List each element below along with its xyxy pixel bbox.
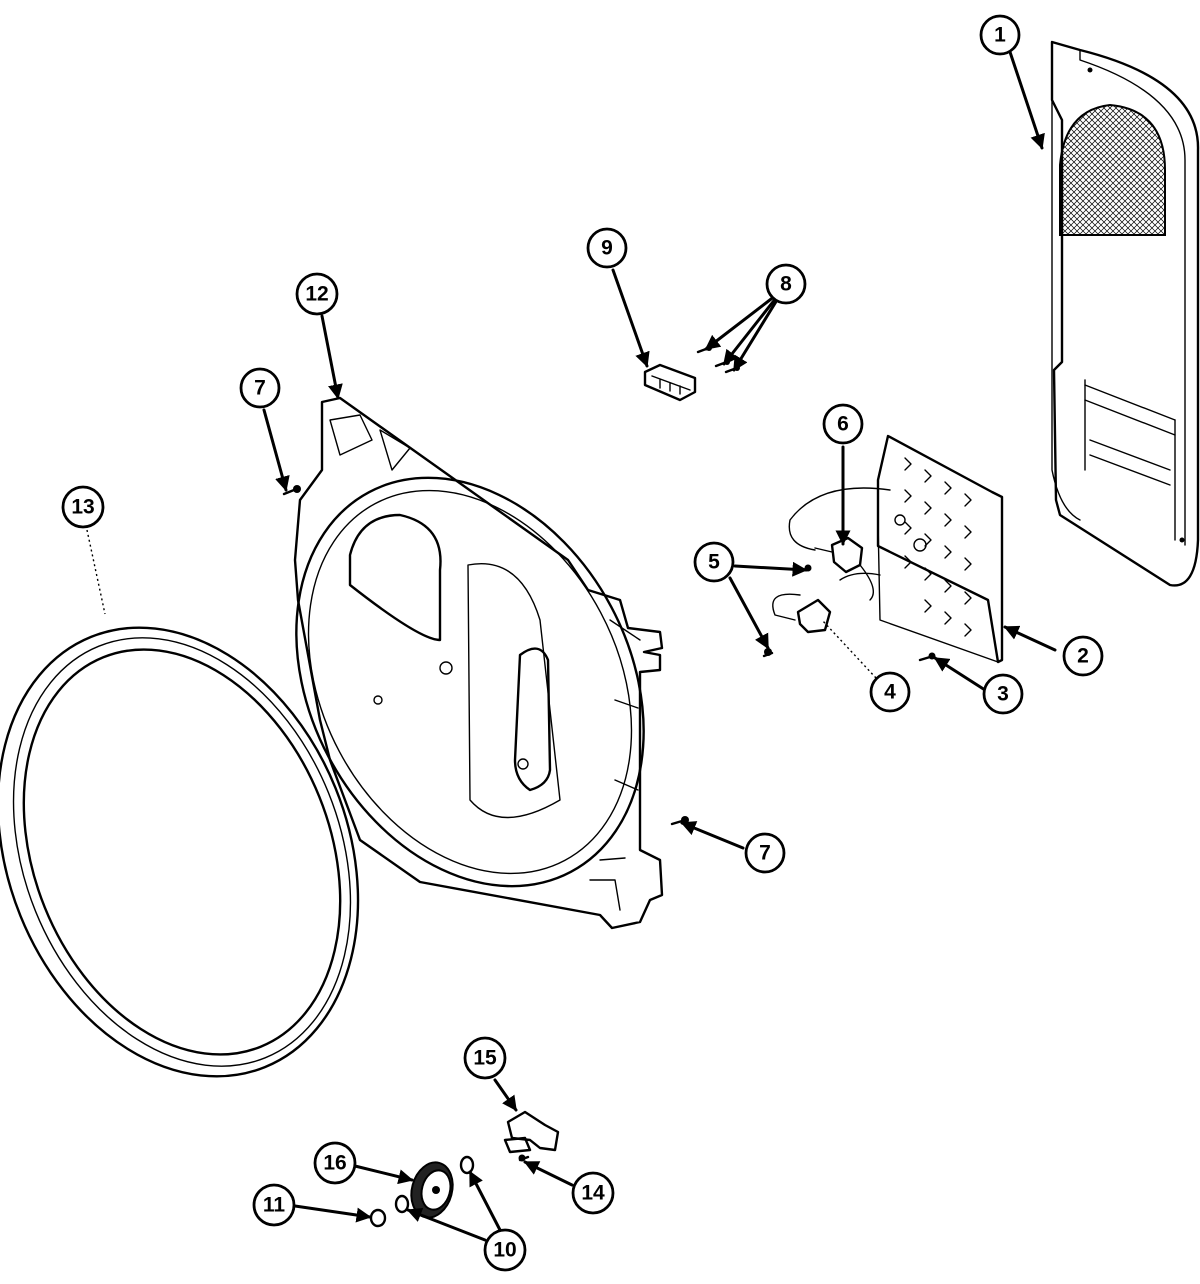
part-rear-panel [1050,40,1200,587]
part-heater-plate [876,434,1004,664]
callout-12: 12 [295,272,339,316]
callout-16: 16 [313,1141,357,1185]
callout-2: 2 [1062,635,1104,677]
leader-lines [86,50,1057,1242]
callout-14: 14 [571,1171,615,1215]
callout-label: 7 [759,842,771,865]
callout-6: 6 [822,403,864,445]
callout-label: 5 [708,551,720,574]
part-screw-3 [918,652,936,662]
callout-label: 7 [254,377,266,400]
part-door-seal [0,626,360,1078]
callout-label: 3 [997,683,1009,706]
callout-3: 3 [982,673,1024,715]
callout-label: 9 [601,237,613,260]
callout-13: 13 [61,485,105,529]
callout-5: 5 [693,541,735,583]
callout-7-lower: 7 [744,832,786,874]
part-screw-7-lower [670,816,689,826]
callout-15: 15 [463,1036,507,1080]
callout-label: 14 [581,1182,605,1205]
callout-label: 16 [323,1152,346,1175]
part-idler-bracket [503,1110,560,1154]
callout-label: 6 [837,413,849,436]
callout-label: 11 [263,1194,286,1217]
callout-label: 15 [473,1047,497,1070]
part-thermostat-wiring [772,487,891,634]
callout-1: 1 [979,14,1021,56]
part-front-bulkhead [293,396,664,930]
callout-9: 9 [586,227,628,269]
callout-label: 4 [884,681,896,704]
callout-10: 10 [483,1228,527,1272]
part-screws-5 [762,564,812,658]
callout-8: 8 [765,263,807,305]
part-screw-14 [518,1154,530,1162]
callout-label: 12 [305,283,328,306]
part-screw-7-upper [282,485,301,496]
callout-label: 10 [493,1239,516,1262]
part-terminal-block [643,363,697,402]
callout-label: 13 [71,496,94,519]
callout-4: 4 [869,671,911,713]
callout-11: 11 [252,1183,296,1227]
callout-label: 1 [994,24,1006,47]
callout-7-upper: 7 [239,367,281,409]
callout-label: 2 [1077,645,1089,668]
callout-label: 8 [780,273,792,296]
